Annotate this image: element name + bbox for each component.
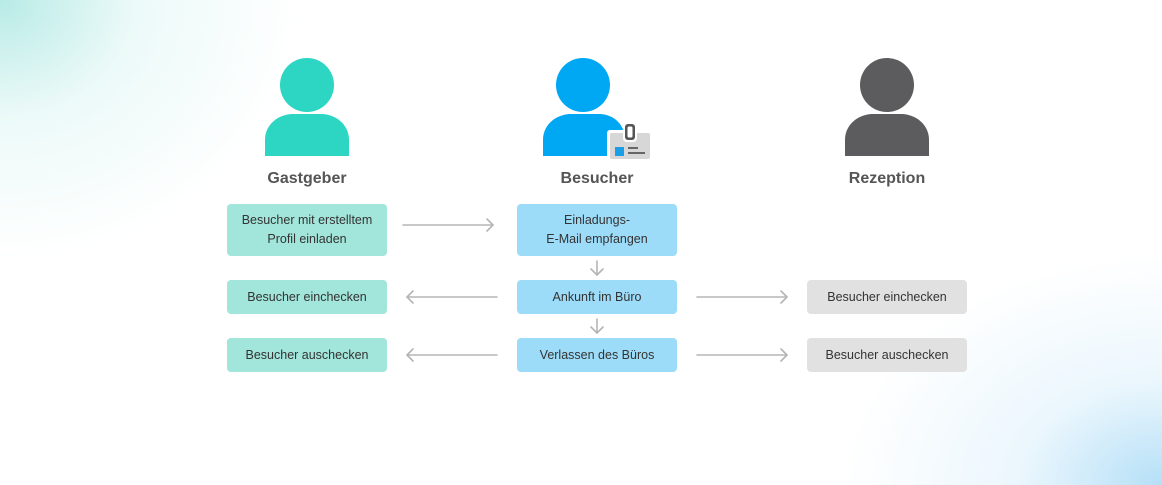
visitor-step-arrival: Ankunft im Büro (517, 280, 677, 314)
visitor-title: Besucher (560, 170, 634, 187)
arrow-right-leave-to-reception (696, 348, 788, 362)
host-step-check-in: Besucher einchecken (227, 280, 387, 314)
reception-step-check-in: Besucher einchecken (807, 280, 967, 314)
arrow-left-leave-to-host (406, 348, 498, 362)
host-person-icon (259, 58, 355, 158)
host-step-invite: Besucher mit erstelltem Profil einladen (227, 204, 387, 256)
visitor-step-receive-email: Einladungs- E-Mail empfangen (517, 204, 677, 256)
host-step-check-out: Besucher auschecken (227, 338, 387, 372)
arrow-right-arrival-to-reception (696, 290, 788, 304)
reception-title: Rezeption (848, 170, 926, 187)
reception-person-icon (839, 58, 935, 158)
host-title: Gastgeber (267, 170, 347, 187)
arrow-down-arrival-to-leave (590, 318, 604, 334)
arrow-right-invite (402, 218, 494, 232)
visitor-person-with-badge-icon (539, 58, 655, 162)
visitor-step-leave: Verlassen des Büros (517, 338, 677, 372)
reception-step-check-out: Besucher auschecken (807, 338, 967, 372)
arrow-down-email-to-arrival (590, 260, 604, 276)
arrow-left-arrival-to-host (406, 290, 498, 304)
